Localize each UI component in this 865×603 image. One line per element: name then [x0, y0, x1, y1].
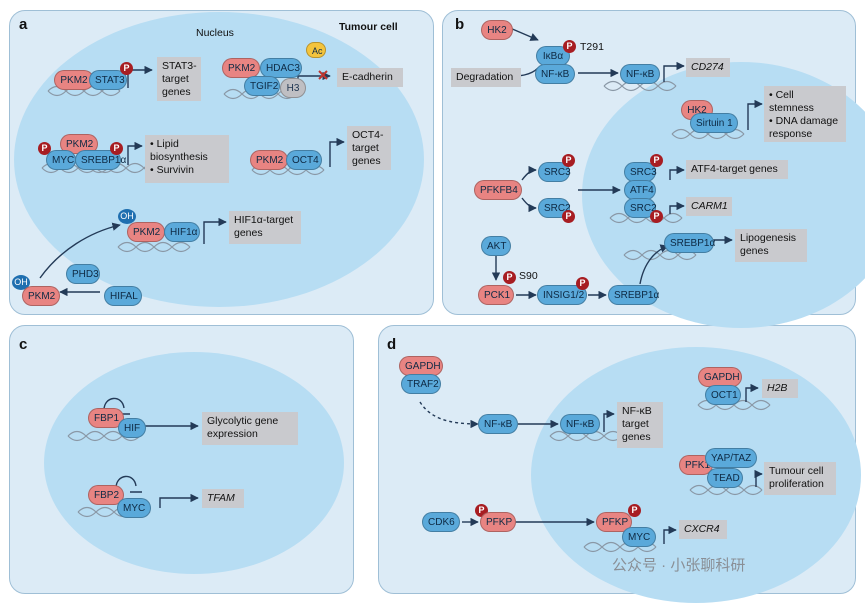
cd274-gene-box: CD274: [686, 58, 730, 77]
hydroxyl-marker: OH: [118, 209, 136, 224]
tumour-proliferation-box: Tumour cell proliferation: [764, 462, 836, 495]
glycolytic-expression-box: Glycolytic gene expression: [202, 412, 298, 445]
fbp2-protein: FBP2: [88, 485, 124, 505]
lipogenesis-genes-box: Lipogenesis genes: [735, 229, 807, 262]
myc-protein-d: MYC: [622, 527, 656, 547]
oct4-target-genes-box: OCT4-target genes: [347, 126, 391, 170]
degradation-box: Degradation: [451, 68, 521, 87]
phospho-marker-b3: P: [562, 210, 575, 223]
phospho-marker-d2: P: [628, 504, 641, 517]
gapdh-protein: GAPDH: [399, 356, 443, 376]
src2-nuclear: SRC2: [624, 198, 657, 218]
hif1a-target-genes-box: HIF1α-target genes: [229, 211, 301, 244]
e-cadherin-box: E-cadherin: [337, 68, 403, 87]
lipid-item: • Lipid biosynthesis: [150, 138, 208, 163]
srebp1a-nuclear-protein: SREBP1α: [664, 233, 715, 253]
nucleus-c: [44, 352, 344, 574]
panel-b-label: b: [455, 16, 465, 33]
cdk6-protein: CDK6: [422, 512, 460, 532]
hk2-protein: HK2: [481, 20, 513, 40]
s90-label: S90: [519, 270, 538, 282]
lipid-survivin-box: • Lipid biosynthesis • Survivin: [145, 135, 229, 183]
pkm2-protein-4: PKM2: [250, 150, 288, 170]
myc-protein-c: MYC: [117, 498, 151, 518]
src3-protein: SRC3: [538, 162, 571, 182]
phospho-marker-b5: P: [650, 210, 663, 223]
yaptaz-protein: YAP/TAZ: [705, 448, 757, 468]
pfkp-nuclear-protein: PFKP: [596, 512, 632, 532]
nfkb-cytoplasm: NF-κB: [535, 64, 575, 84]
pkm2-protein: PKM2: [54, 70, 94, 90]
dna-damage-item: • DNA damage response: [769, 115, 839, 140]
pkm2-protein-5: PKM2: [127, 222, 165, 242]
sirtuin1-protein: Sirtuin 1: [690, 113, 738, 133]
phospho-marker-3: P: [110, 142, 123, 155]
nfkb-target-genes-box: NF-κB target genes: [617, 402, 663, 448]
srebp1a-cyto-protein: SREBP1α: [608, 285, 659, 305]
pfkfb4-protein: PFKFB4: [474, 180, 522, 200]
oct1-protein: OCT1: [705, 385, 741, 405]
phospho-marker-b4: P: [650, 154, 663, 167]
phospho-marker-b6: P: [503, 271, 516, 284]
h2b-gene-box: H2B: [762, 379, 798, 398]
pfk1-protein: PFK1: [679, 455, 713, 475]
pkm2-protein-6: PKM2: [22, 286, 60, 306]
acetyl-marker: Ac: [306, 42, 326, 58]
tead-protein: TEAD: [707, 468, 743, 488]
hdac3-protein: HDAC3: [260, 58, 302, 78]
hydroxyl-marker-2: OH: [12, 275, 30, 290]
stat3-protein: STAT3: [89, 70, 127, 90]
pfkp-protein: PFKP: [480, 512, 516, 532]
stat3-target-genes-box: STAT3-target genes: [157, 57, 201, 101]
panel-d-label: d: [387, 336, 397, 353]
t291-label: T291: [580, 41, 604, 53]
phospho-marker-b1: P: [563, 40, 576, 53]
traf2-protein: TRAF2: [401, 374, 441, 394]
phospho-marker: P: [120, 62, 133, 75]
pck1-protein: PCK1: [478, 285, 514, 305]
tfam-gene-box: TFAM: [202, 489, 244, 508]
nucleus-label: Nucleus: [196, 27, 234, 39]
carm1-gene-box: CARM1: [686, 197, 732, 216]
nfkb-nucleus: NF-κB: [620, 64, 660, 84]
oct4-protein: OCT4: [286, 150, 322, 170]
nfkb-cyto-d: NF-κB: [478, 414, 518, 434]
phospho-marker-b7: P: [576, 277, 589, 290]
atf4-target-genes-box: ATF4-target genes: [686, 160, 788, 179]
stemness-box: • Cell stemness • DNA damage response: [764, 86, 846, 142]
phospho-marker-2: P: [38, 142, 51, 155]
survivin-item: • Survivin: [150, 164, 194, 176]
stemness-item: • Cell stemness: [769, 89, 814, 114]
hif1a-protein: HIF1α: [164, 222, 200, 242]
hifal-protein: HIFAL: [104, 286, 142, 306]
insig-protein: INSIG1/2: [537, 285, 587, 305]
myc-protein: MYC: [46, 150, 76, 170]
pkm2-protein-2: PKM2: [222, 58, 260, 78]
panel-c-label: c: [19, 336, 28, 353]
cxcr4-gene-box: CXCR4: [679, 520, 727, 539]
gapdh-nuclear-protein: GAPDH: [698, 367, 742, 387]
panel-a-label: a: [19, 16, 28, 33]
phospho-marker-b2: P: [562, 154, 575, 167]
tgif2-protein: TGIF2: [244, 76, 280, 96]
nfkb-nuclear-d: NF-κB: [560, 414, 600, 434]
phd3-protein: PHD3: [66, 264, 100, 284]
akt-protein: AKT: [481, 236, 511, 256]
watermark-text: 公众号 · 小张聊科研: [612, 557, 746, 574]
srebp1a-protein: SREBP1α: [75, 150, 126, 170]
tumour-cell-label: Tumour cell: [339, 21, 398, 33]
h3-histone: H3: [280, 78, 306, 98]
hif-protein: HIF: [118, 418, 146, 438]
atf4-protein: ATF4: [624, 180, 656, 200]
